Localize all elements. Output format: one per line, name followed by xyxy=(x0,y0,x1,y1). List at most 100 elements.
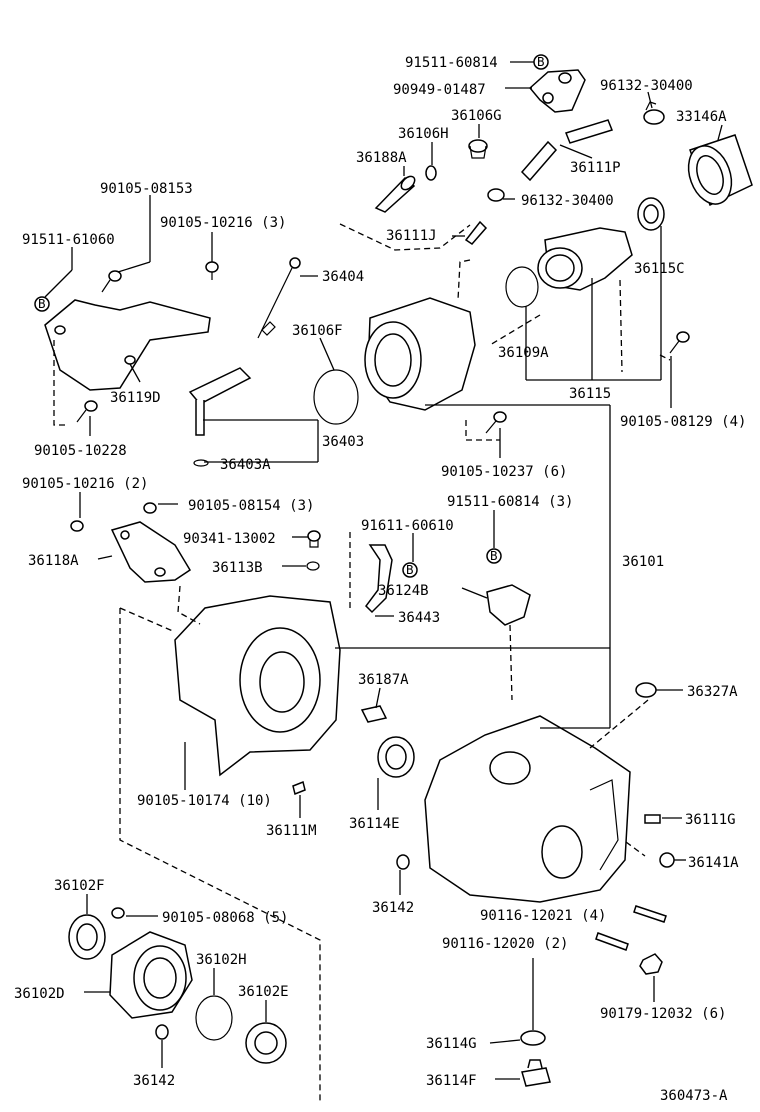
seal-36114E xyxy=(377,736,415,778)
label-36403: 36403 xyxy=(322,434,364,450)
label-90105-10228: 90105-10228 xyxy=(34,443,127,459)
label-90105-10174-10: 90105-10174 (10) xyxy=(137,793,272,809)
label-90105-08154-3: 90105-08154 (3) xyxy=(188,498,314,514)
label-90116-12020-2: 90116-12020 (2) xyxy=(442,936,568,952)
label-90116-12021-4: 90116-12021 (4) xyxy=(480,908,606,924)
label-36106H: 36106H xyxy=(398,126,449,142)
label-36102E: 36102E xyxy=(238,984,289,1000)
nut-90179-12032 xyxy=(639,953,663,975)
oring-36106H xyxy=(425,165,437,181)
bolt-90105-10216-2 xyxy=(70,520,84,532)
bolt-b-badge-plate: B xyxy=(402,562,418,578)
bracket-36119D xyxy=(44,299,211,391)
svg-text:B: B xyxy=(490,548,498,563)
label-36443: 36443 xyxy=(398,610,440,626)
part-labels: 91511-60814 90949-01487 96132-30400 3314… xyxy=(14,55,746,1104)
label-36119D: 36119D xyxy=(110,390,161,406)
label-36111J: 36111J xyxy=(386,228,437,244)
clamp-96132-mid xyxy=(487,188,505,202)
bolt-90105-10228 xyxy=(76,400,98,423)
label-36106F: 36106F xyxy=(292,323,343,339)
plug-36114F xyxy=(521,1059,551,1087)
bolt-b-badge-cover: B xyxy=(486,548,502,564)
seal-36102E xyxy=(245,1022,287,1064)
leader-lines xyxy=(44,61,723,1080)
label-96132-30400-top: 96132-30400 xyxy=(600,78,693,94)
bolt-90105-08153 xyxy=(101,270,122,293)
label-36111M: 36111M xyxy=(266,823,317,839)
label-91511-60814-3: 91511-60814 (3) xyxy=(447,494,573,510)
label-90105-10216-3: 90105-10216 (3) xyxy=(160,215,286,231)
bolt-b-badge-left: B xyxy=(34,296,50,312)
label-90949-01487: 90949-01487 xyxy=(393,82,486,98)
label-36403A: 36403A xyxy=(220,457,271,473)
cover-36124B xyxy=(486,584,531,626)
cap-36106G xyxy=(468,139,488,159)
svg-text:B: B xyxy=(406,562,414,577)
label-90105-10216-2: 90105-10216 (2) xyxy=(22,476,148,492)
label-91511-60814: 91511-60814 xyxy=(405,55,498,71)
label-36404: 36404 xyxy=(322,269,364,285)
oring-36142-bottom xyxy=(155,1024,169,1040)
pin-36111G xyxy=(644,814,661,824)
label-36114F: 36114F xyxy=(426,1073,477,1089)
label-90341-13002: 90341-13002 xyxy=(183,531,276,547)
plug-36141A xyxy=(659,852,675,868)
label-36118A: 36118A xyxy=(28,553,79,569)
fitting-36111J xyxy=(464,220,488,245)
label-90105-08068-5: 90105-08068 (5) xyxy=(162,910,288,926)
clamp-96132-top xyxy=(643,101,665,125)
diagram-id: 360473-A xyxy=(660,1088,728,1104)
svg-text:B: B xyxy=(38,296,46,311)
label-36101: 36101 xyxy=(622,554,664,570)
label-36115C: 36115C xyxy=(634,261,685,277)
label-36124B: 36124B xyxy=(378,583,429,599)
label-36102D: 36102D xyxy=(14,986,65,1002)
label-91511-61060: 91511-61060 xyxy=(22,232,115,248)
case-left xyxy=(174,595,341,777)
label-36188A: 36188A xyxy=(356,150,407,166)
bolt-90105-10216 xyxy=(205,261,219,280)
label-36115: 36115 xyxy=(569,386,611,402)
label-90105-08153: 90105-08153 xyxy=(100,181,193,197)
label-36102F: 36102F xyxy=(54,878,105,894)
label-90179-12032-6: 90179-12032 (6) xyxy=(600,1006,726,1022)
bolt-90105-08154 xyxy=(143,502,157,514)
label-91611-60610: 91611-60610 xyxy=(361,518,454,534)
label-36141A: 36141A xyxy=(688,855,739,871)
label-36114G: 36114G xyxy=(426,1036,477,1052)
label-36102H: 36102H xyxy=(196,952,247,968)
bolt-90105-08068 xyxy=(111,907,125,919)
label-36187A: 36187A xyxy=(358,672,409,688)
label-96132-30400-mid: 96132-30400 xyxy=(521,193,614,209)
svg-text:B: B xyxy=(537,54,545,69)
case-right xyxy=(424,715,631,903)
stud-90116-12021 xyxy=(633,905,667,923)
washer-36114G xyxy=(520,1030,546,1046)
bracket-36118A xyxy=(110,521,192,583)
oring-36102H xyxy=(195,995,233,1041)
oring-36113B xyxy=(306,561,320,571)
bolt-90105-08129 xyxy=(669,331,690,354)
label-36327A: 36327A xyxy=(687,684,738,700)
label-36114E: 36114E xyxy=(349,816,400,832)
label-90105-08129-4: 90105-08129 (4) xyxy=(620,414,746,430)
label-36111P: 36111P xyxy=(570,160,621,176)
seal-36115C xyxy=(637,197,665,231)
bracket-90949-01487 xyxy=(528,69,586,113)
extension-housing-36115 xyxy=(537,227,633,291)
plate-36443 xyxy=(365,544,393,614)
cap-36327A xyxy=(635,682,657,698)
sleeve-33146A xyxy=(687,134,753,207)
label-90105-10237-6: 90105-10237 (6) xyxy=(441,464,567,480)
label-33146A: 33146A xyxy=(676,109,727,125)
sensor-36188A xyxy=(374,175,416,213)
label-36142-mid: 36142 xyxy=(372,900,414,916)
seal-36102F xyxy=(68,914,106,960)
bolt-b-badge-top: B xyxy=(533,54,549,70)
hose-36111P xyxy=(520,119,613,182)
oring-36403A xyxy=(193,459,209,467)
pin-36111M xyxy=(292,780,306,796)
oring-36106F xyxy=(313,369,359,425)
label-36106G: 36106G xyxy=(451,108,502,124)
